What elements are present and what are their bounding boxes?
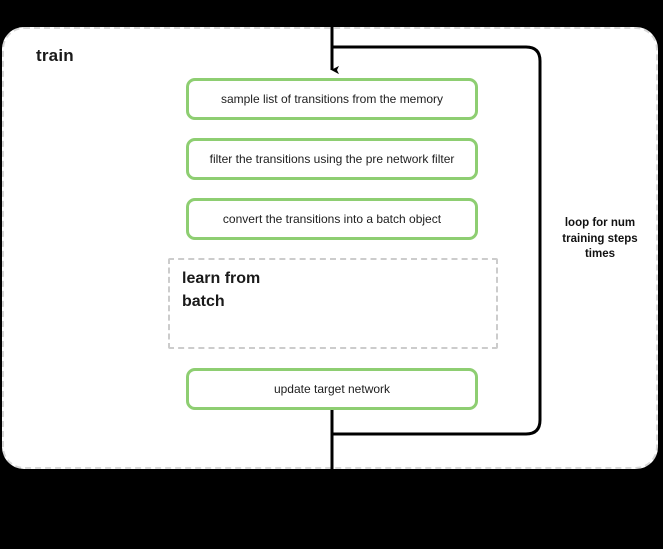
loop-caption: loop for num training steps times xyxy=(545,216,655,263)
learn-from-batch-title-line-2: batch xyxy=(182,293,225,311)
loop-caption-line-1: loop for num xyxy=(564,217,636,229)
loop-caption-line-2: training steps xyxy=(562,232,638,245)
step-box-update-target-network[interactable]: update target network xyxy=(186,368,478,410)
step-box-sample-transitions[interactable]: sample list of transitions from the memo… xyxy=(186,78,478,120)
step-label: sample list of transitions from the memo… xyxy=(220,91,444,106)
learn-from-batch-title-line-1: learn from xyxy=(182,270,261,287)
step-box-filter-transitions[interactable]: filter the transitions using the pre net… xyxy=(186,138,478,180)
loop-caption-line-3: times xyxy=(584,248,616,261)
step-label: convert the transitions into a batch obj… xyxy=(222,211,442,226)
learn-from-batch-title: learn from batch xyxy=(182,267,342,313)
step-label: filter the transitions using the pre net… xyxy=(209,151,455,166)
step-box-convert-transitions[interactable]: convert the transitions into a batch obj… xyxy=(186,198,478,240)
step-label: update target network xyxy=(273,381,391,396)
learn-from-batch-block[interactable]: learn from batch xyxy=(168,258,498,349)
page-title: train xyxy=(36,46,74,65)
